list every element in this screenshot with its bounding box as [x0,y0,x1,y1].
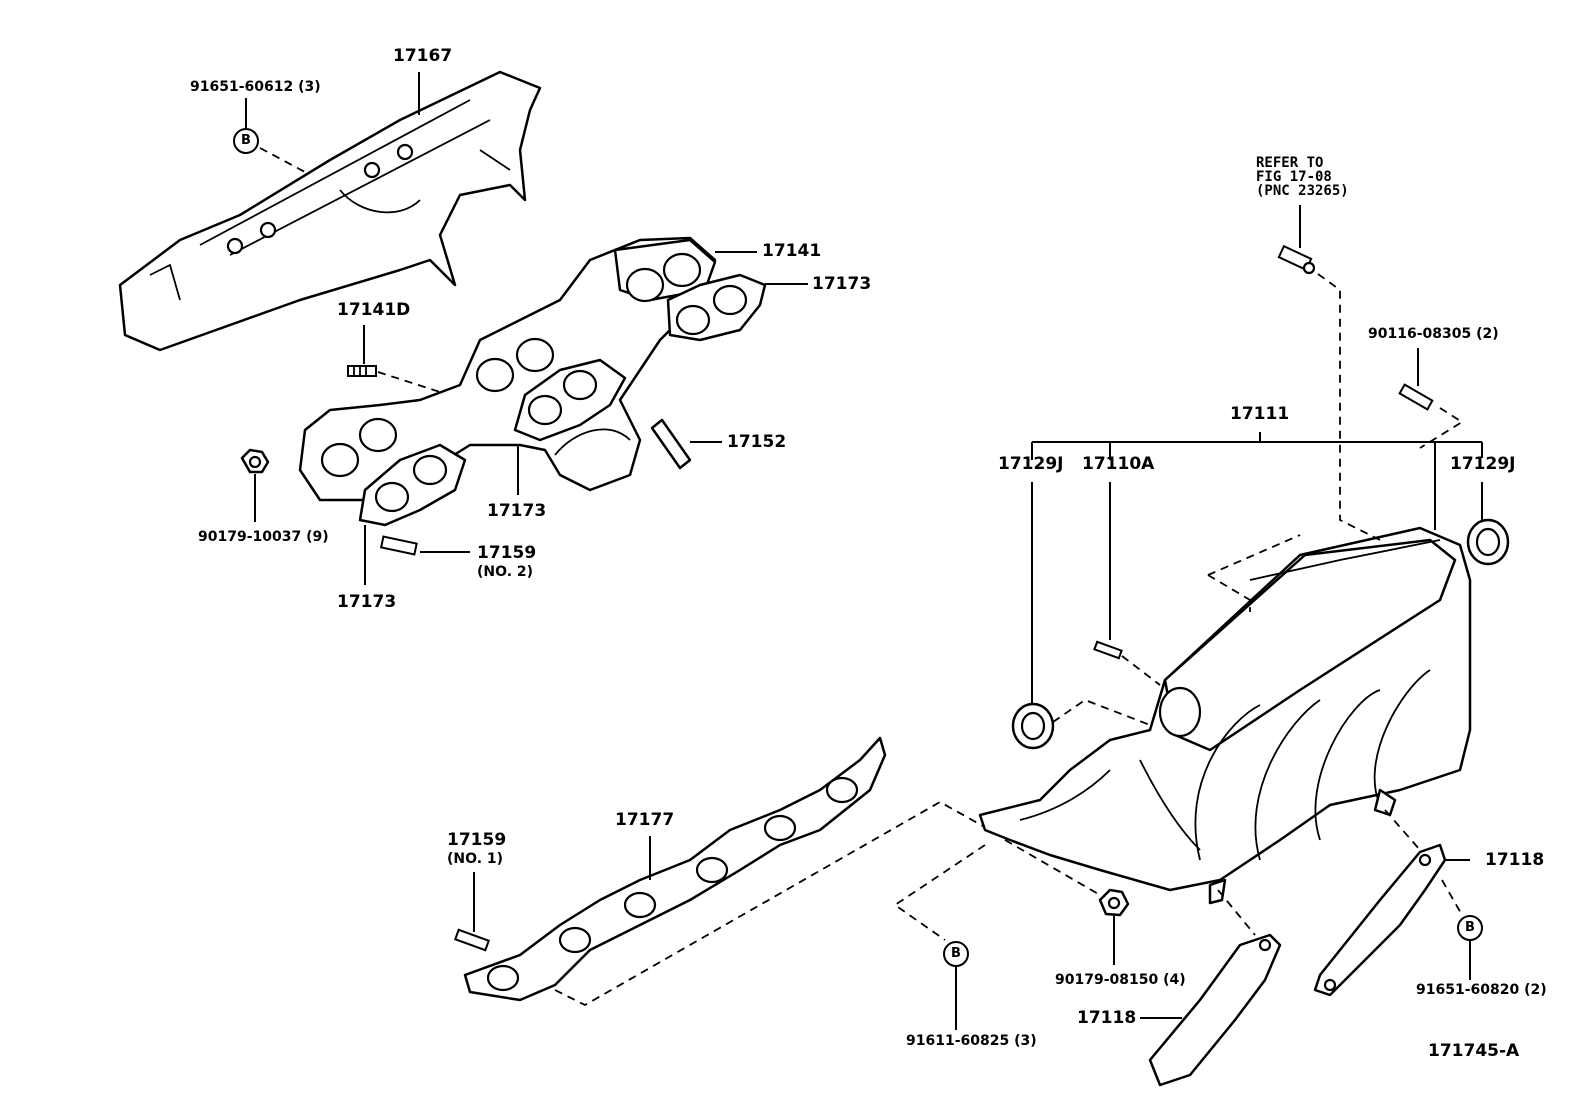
label-17118-right: 17118 [1485,850,1545,870]
exhaust-manifold-17141[interactable] [298,236,717,502]
reference-note-line2: FIG 17-08 [1256,169,1332,185]
label-91651-60612: 91651-60612 (3) [190,79,321,95]
stay-17118-bottom[interactable] [1148,933,1282,1087]
label-17159-no2-sub: (NO. 2) [477,564,534,580]
diagram-id: 171745-A [1428,1041,1520,1061]
dash-90179-08150 [1004,839,1101,896]
label-17129j-left: 17129J [998,454,1064,474]
label-17118-bottom: 17118 [1077,1008,1137,1028]
gasket-17173-right[interactable] [666,273,767,342]
callout-b-3: B [1465,920,1475,935]
dash-91611-60825 [893,844,986,941]
label-90179-08150: 90179-08150 (4) [1055,972,1186,988]
label-17173-bottom: 17173 [337,592,397,612]
dash-17118-bottom [1217,889,1256,936]
stay-17118-right[interactable] [1313,843,1447,997]
label-17159-no1-sub: (NO. 1) [447,851,504,867]
label-90179-10037: 90179-10037 (9) [198,529,329,545]
label-17159-no1: 17159 [447,830,507,850]
label-17152: 17152 [727,432,787,452]
label-17141d: 17141D [337,300,411,320]
dash-91651-60612 [259,147,306,173]
dash-17141d [377,371,441,393]
stud-90116-08305[interactable] [1398,383,1434,411]
dash-17129j-left [1052,698,1151,726]
label-17167: 17167 [393,46,453,66]
nut-90179-10037[interactable] [240,448,270,474]
label-17173-mid: 17173 [487,501,547,521]
label-17110a: 17110A [1082,454,1155,474]
callout-b-circle-1 [233,128,259,154]
stud-17159-no2[interactable] [379,535,418,556]
gasket-17173-mid[interactable] [513,358,627,442]
label-17173-right: 17173 [812,274,872,294]
stud-17152[interactable] [650,418,692,470]
heat-insulator-17167[interactable] [118,70,542,352]
dash-17111-outline [1207,534,1301,612]
label-17141: 17141 [762,241,822,261]
stud-17159-no1[interactable] [453,928,491,952]
oring-17129j-left[interactable] [1011,702,1055,750]
label-91611-60825: 91611-60825 (3) [906,1033,1037,1049]
label-90116-08305: 90116-08305 (2) [1368,326,1499,342]
label-17111: 17111 [1230,404,1290,424]
reference-note-line1: REFER TO [1256,155,1324,171]
reference-note: REFER TO FIG 17-08 (PNC 23265) [1256,156,1349,198]
pin-17110a[interactable] [1093,640,1123,660]
dash-90116-08305 [1419,407,1464,449]
label-17159-no2: 17159 [477,543,537,563]
sensor-ref-fig-17-08[interactable] [1277,244,1316,275]
gasket-17177[interactable] [463,736,887,1002]
dash-gasket-to-manifold [554,800,991,1007]
callout-b-2: B [951,946,961,961]
reference-note-line3: (PNC 23265) [1256,183,1349,199]
oring-17129j-right[interactable] [1466,518,1510,566]
gasket-17173-bottom[interactable] [358,443,467,527]
leader-17111-bracket [1031,432,1483,530]
dash-17110a [1121,655,1161,686]
callout-b-1: B [241,133,251,148]
dash-sensor [1317,273,1381,541]
dash-17118-right [1384,809,1463,916]
label-17129j-right: 17129J [1450,454,1516,474]
stud-17141d[interactable] [347,365,377,377]
nut-90179-08150[interactable] [1098,888,1130,917]
label-17177: 17177 [615,810,675,830]
intake-manifold-17111[interactable] [978,526,1472,905]
label-91651-60820: 91651-60820 (2) [1416,982,1547,998]
